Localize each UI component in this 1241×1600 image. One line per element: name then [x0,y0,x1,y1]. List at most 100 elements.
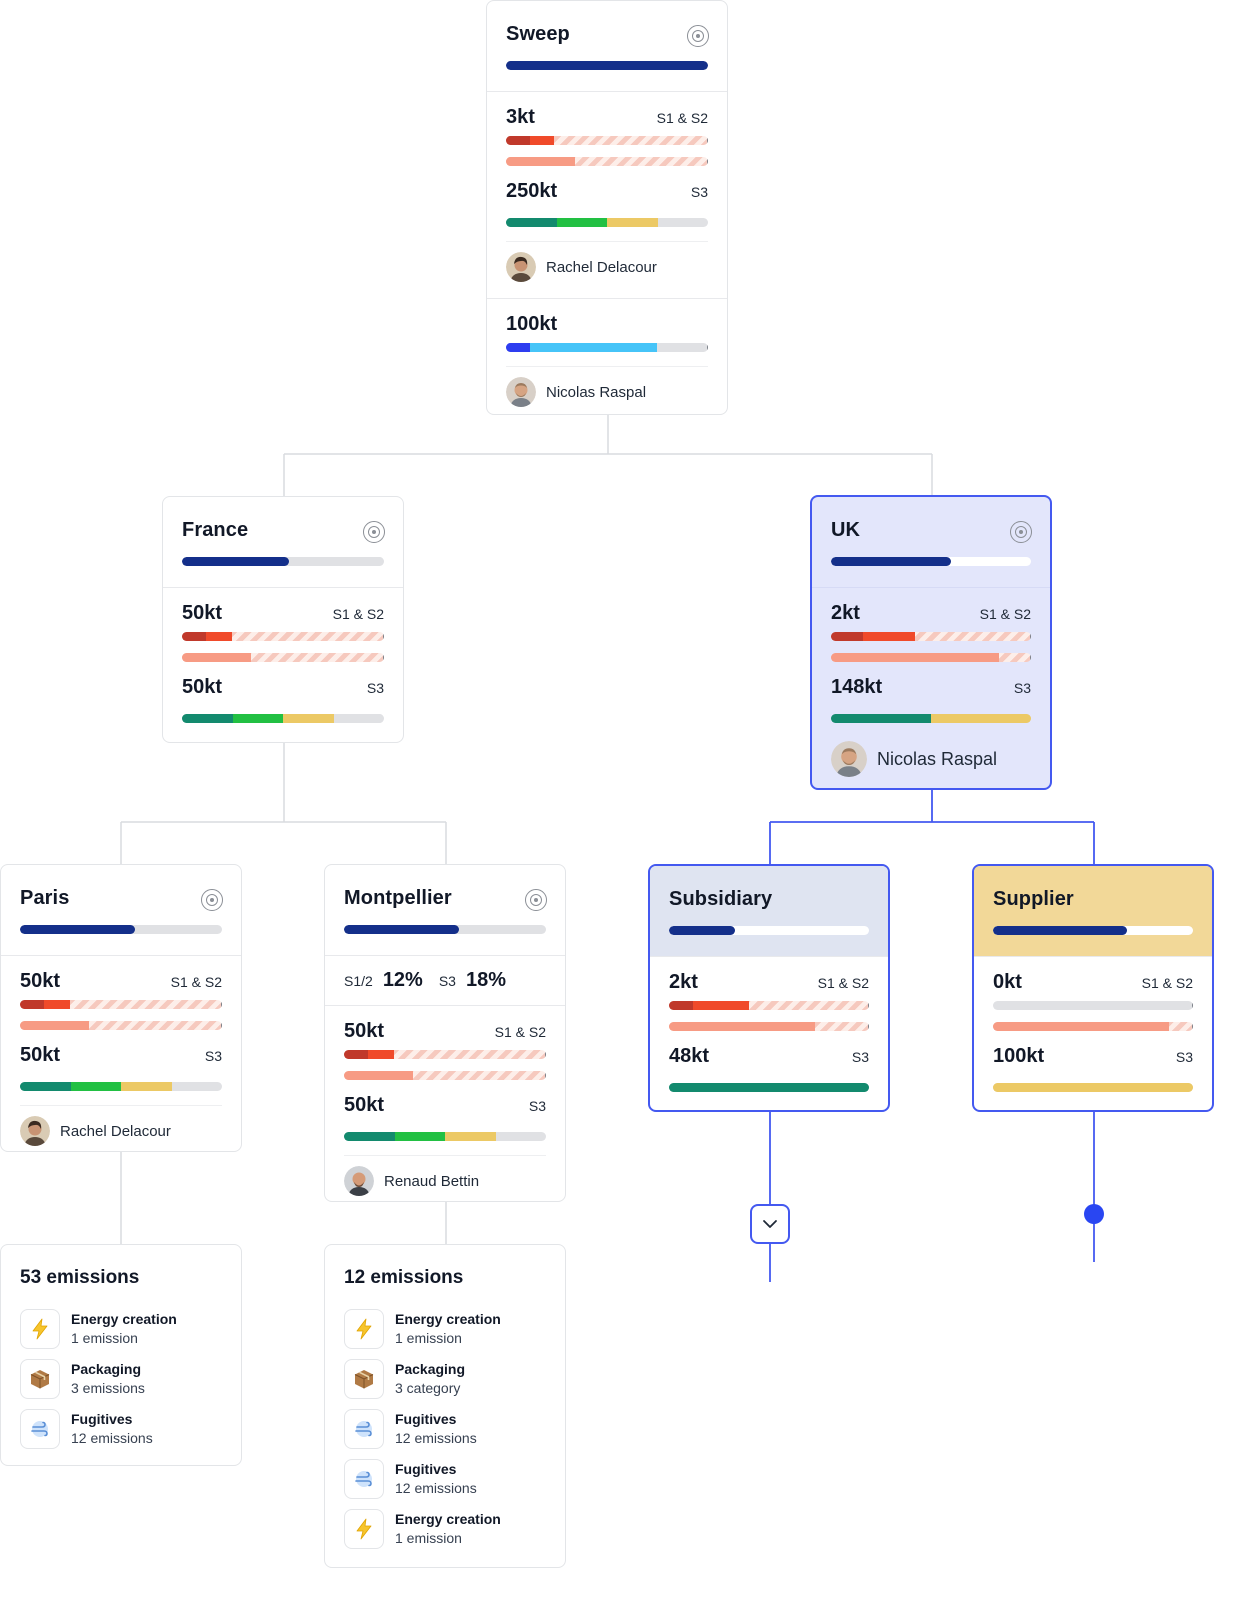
lightning-icon [344,1309,384,1349]
bar-segment [20,1000,45,1009]
s12-bar [182,632,384,641]
emission-name: Packaging [71,1361,142,1377]
avatar [506,377,536,407]
node-supplier[interactable]: Supplier 0kt S1 & S2 100kt S3 [972,864,1214,1112]
node-sweep[interactable]: Sweep 3kt S1 & S2 250kt S3 Rachel Delaco… [486,0,728,415]
node-montpellier[interactable]: Montpellier S1/2 12% S3 18% 50kt S1 & S2… [324,864,566,1202]
s12-label: S1 & S2 [332,606,384,622]
chevron-down-icon [763,1220,777,1228]
bar-segment [344,1132,395,1141]
s3-bar [993,1083,1193,1092]
node-title: Sweep [506,23,570,45]
bar-segment [506,218,557,227]
bar-segment [20,1082,71,1091]
target-icon[interactable] [1010,521,1032,543]
bar-segment [70,1082,121,1091]
s12-pct-value: 12% [382,969,423,991]
progress-fill [20,925,136,934]
bar-segment [669,1083,869,1092]
s3-label: S3 [690,184,708,200]
progress-fill [831,557,951,566]
s12-bar [993,1001,1193,1010]
owner-name: Rachel Delacour [60,1122,171,1140]
emission-count: 12 emissions [395,1430,477,1446]
owner-name: Rachel Delacour [546,258,657,276]
progress-bar [182,557,384,566]
emission-name: Fugitives [71,1411,133,1427]
avatar [831,741,867,777]
s12-bar [506,136,708,145]
s3-bar [20,1082,222,1091]
target-icon[interactable] [525,889,547,911]
target-icon[interactable] [687,25,709,47]
node-uk[interactable]: UK 2kt S1 & S2 148kt S3 Nicolas Raspal [810,495,1052,790]
s12-label: S1 & S2 [494,1024,546,1040]
sub-bar [506,343,708,352]
s12-value: 50kt [20,970,61,992]
target-icon[interactable] [201,889,223,911]
s12-value: 50kt [182,602,223,624]
target-icon[interactable] [363,521,385,543]
s3-bar [182,714,384,723]
s3-value: 50kt [20,1044,61,1066]
owner[interactable]: Nicolas Raspal [506,366,708,407]
owner[interactable]: Nicolas Raspal [831,739,1031,777]
node-subsidiary[interactable]: Subsidiary 2kt S1 & S2 48kt S3 [648,864,890,1112]
progress-bar [344,925,546,934]
node-title: Subsidiary [669,888,773,910]
connection-dot[interactable] [1084,1204,1104,1224]
scope-metrics: 2kt S1 & S2 48kt S3 [650,956,888,1108]
lightning-icon [344,1509,384,1549]
s12-pct-label: S1/2 [344,972,373,989]
emission-count: 1 emission [395,1330,462,1346]
s3-value: 148kt [831,676,883,698]
s3-value: 250kt [506,180,558,202]
node-paris[interactable]: Paris 50kt S1 & S2 50kt S3 Rachel Delaco… [0,864,242,1152]
node-france[interactable]: France 50kt S1 & S2 50kt S3 [162,496,404,743]
bar-segment [863,632,915,641]
s12-bar-secondary [506,157,708,166]
expand-button[interactable] [750,1204,790,1244]
owner[interactable]: Rachel Delacour [506,241,708,282]
bar-segment [344,1050,369,1059]
emission-count: 1 emission [71,1330,138,1346]
progress-bar [993,926,1193,935]
owner[interactable]: Renaud Bettin [344,1155,546,1196]
progress-bar [831,557,1031,566]
package-icon [20,1359,60,1399]
s3-pct-label: S3 [438,972,456,989]
wind-icon [344,1459,384,1499]
s3-label: S3 [528,1098,546,1114]
scope-metrics: 2kt S1 & S2 148kt S3 Nicolas Raspal [812,587,1050,788]
bar-segment [607,218,658,227]
bar-segment [669,1001,693,1010]
owner[interactable]: Rachel Delacour [20,1105,222,1146]
bar-segment [206,632,233,641]
node-header: France [163,497,403,587]
s3-value: 50kt [182,676,223,698]
s3-pct-value: 18% [465,969,506,991]
bar-segment [182,632,207,641]
node-header: Supplier [974,866,1212,956]
node-header: Subsidiary [650,866,888,956]
progress-fill [669,926,735,935]
bar-segment [993,1022,1169,1031]
emission-name: Fugitives [395,1461,457,1477]
emissions-title: 12 emissions [344,1267,464,1288]
